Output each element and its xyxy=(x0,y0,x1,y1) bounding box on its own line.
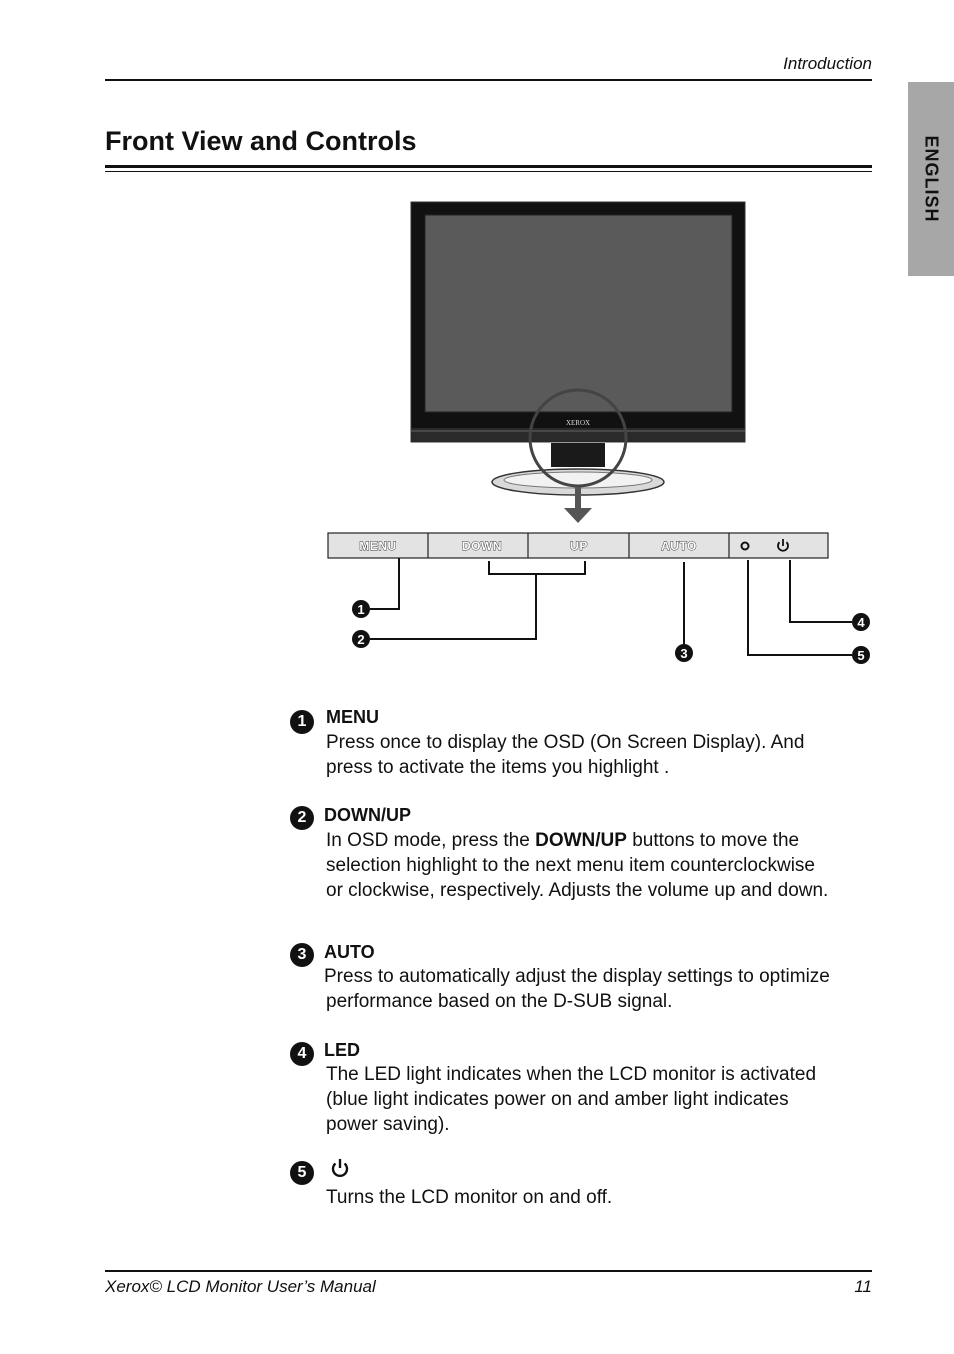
item-line: Press once to display the OSD (On Screen… xyxy=(326,732,805,753)
power-icon xyxy=(331,1159,349,1178)
item-line: Turns the LCD monitor on and off. xyxy=(326,1187,613,1208)
item-description: Press to automatically adjust the displa… xyxy=(324,964,884,1014)
svg-text:2: 2 xyxy=(357,632,364,647)
callout-5: 5 xyxy=(852,646,870,664)
item-heading: LED xyxy=(324,1040,360,1060)
item-heading: AUTO xyxy=(324,942,375,962)
item-text: buttons to move the xyxy=(626,830,800,851)
item-number-badge: 3 xyxy=(290,943,314,967)
stand-neck xyxy=(551,443,605,467)
item-heading: DOWN/UP xyxy=(324,805,411,825)
item-line: In OSD mode, press the DOWN/UP buttons t… xyxy=(326,828,886,853)
magnify-circle xyxy=(528,388,628,488)
item-line: (blue light indicates power on and amber… xyxy=(326,1089,789,1110)
button-down: DOWN xyxy=(462,539,502,553)
button-auto: AUTO xyxy=(661,539,697,553)
item-line: performance based on the D-SUB signal. xyxy=(326,991,673,1012)
item-line: selection highlight to the next menu ite… xyxy=(326,855,815,876)
monitor-diagram: XEROX MENU DOWN UP AUTO 1 2 3 4 5 xyxy=(327,201,870,664)
button-up: UP xyxy=(570,539,588,553)
button-menu: MENU xyxy=(359,539,396,553)
svg-text:1: 1 xyxy=(357,602,364,617)
brand-logo: XEROX xyxy=(566,419,590,427)
arrow-head xyxy=(564,508,592,523)
item-number-badge: 4 xyxy=(290,1042,314,1066)
item-heading: MENU xyxy=(326,707,379,727)
power-icon xyxy=(777,539,789,552)
button-strip xyxy=(327,532,829,559)
title-rule-thick xyxy=(105,165,872,168)
item-line: or clockwise, respectively. Adjusts the … xyxy=(326,880,829,901)
title-rule-thin xyxy=(105,171,872,172)
item-line: power saving). xyxy=(326,1114,450,1135)
page-title: Front View and Controls xyxy=(105,126,417,156)
item-description: In OSD mode, press the DOWN/UP buttons t… xyxy=(326,828,886,903)
item-line: press to activate the items you highligh… xyxy=(326,757,670,778)
running-header: Introduction xyxy=(783,54,872,73)
leader-lines xyxy=(370,558,852,656)
item-line: Press to automatically adjust the displa… xyxy=(324,966,830,987)
footer-title: Xerox© LCD Monitor User’s Manual xyxy=(105,1277,376,1296)
footer-rule xyxy=(105,1270,872,1272)
svg-text:3: 3 xyxy=(680,646,687,661)
language-tab: ENGLISH xyxy=(908,82,954,276)
item-number-badge: 2 xyxy=(290,806,314,830)
monitor-screen xyxy=(424,214,733,413)
monitor-bottom-strip xyxy=(411,428,745,442)
item-line: The LED light indicates when the LCD mon… xyxy=(326,1064,817,1085)
callout-2: 2 xyxy=(352,630,370,648)
item-text-bold: DOWN/UP xyxy=(535,830,627,851)
callout-4: 4 xyxy=(852,613,870,631)
callout-3: 3 xyxy=(675,644,693,662)
page-number: 11 xyxy=(854,1277,872,1296)
item-description: Turns the LCD monitor on and off. xyxy=(326,1185,886,1210)
item-number-badge: 1 xyxy=(290,710,314,734)
led-icon xyxy=(740,541,750,551)
svg-text:4: 4 xyxy=(857,615,865,630)
item-text: In OSD mode, press the xyxy=(326,830,536,851)
svg-text:5: 5 xyxy=(857,648,864,663)
callout-1: 1 xyxy=(352,600,370,618)
header-rule xyxy=(105,79,872,81)
item-description: Press once to display the OSD (On Screen… xyxy=(326,730,886,780)
item-number-badge: 5 xyxy=(290,1161,314,1185)
item-description: The LED light indicates when the LCD mon… xyxy=(326,1062,886,1137)
